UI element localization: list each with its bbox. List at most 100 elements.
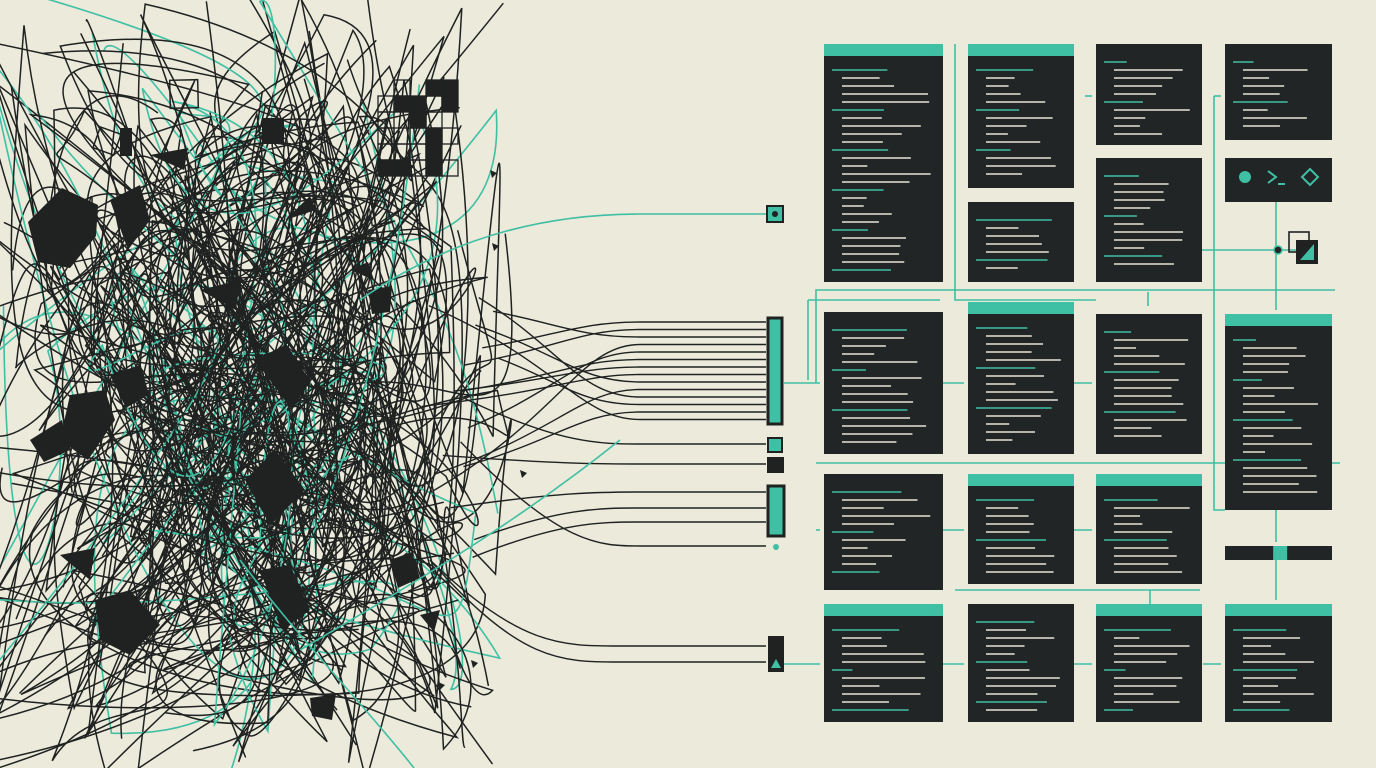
speck (520, 470, 527, 478)
icon-strip (1225, 158, 1332, 264)
circle-icon (1239, 171, 1251, 183)
fragment (245, 450, 305, 525)
converging-line (428, 304, 766, 421)
fragment (30, 420, 70, 462)
fragment (255, 345, 310, 410)
panel-header (1096, 604, 1202, 616)
tangle-line (74, 0, 382, 737)
code-panels (824, 44, 1332, 722)
converging-line (429, 559, 766, 647)
outline-square (258, 104, 294, 140)
grid-cell (409, 95, 427, 113)
panel-header (1096, 474, 1202, 486)
converging-line (482, 321, 766, 349)
converging-line (421, 373, 766, 408)
grid-cell (441, 79, 459, 97)
port-dot (773, 544, 779, 550)
fragment (60, 390, 115, 460)
tangle-line (0, 141, 426, 768)
fragment (150, 148, 188, 170)
window-dot (845, 47, 851, 53)
panel-connectors (784, 44, 1340, 665)
code-panel (824, 312, 943, 454)
window-dot (825, 47, 831, 53)
grid-cell (393, 95, 411, 113)
code-panel (1096, 474, 1202, 584)
converging-line (460, 441, 766, 547)
grid-cell (393, 159, 411, 177)
fragment (95, 590, 160, 655)
collector-bar (766, 316, 784, 426)
speck (438, 682, 445, 690)
converging-line (434, 388, 766, 475)
tangle-line (45, 95, 455, 652)
fragment (368, 286, 392, 314)
terminal-prompt-icon (1267, 170, 1285, 185)
grid-cell (441, 127, 459, 145)
tangled-lines (0, 0, 513, 768)
grid-cell (441, 159, 459, 177)
scattered-fragments (28, 78, 527, 720)
fragment (420, 610, 440, 632)
tangle-line (50, 2, 504, 635)
code-panel (1096, 158, 1202, 282)
fragment (262, 118, 284, 144)
teal-feed-line (239, 559, 415, 768)
diamond-icon (1300, 167, 1320, 187)
grid-cell (409, 111, 427, 129)
converging-line (463, 411, 766, 468)
converging-line (454, 366, 766, 392)
speck (490, 170, 497, 178)
fragment (110, 185, 150, 250)
tangle-line (0, 324, 439, 709)
fragment (110, 365, 148, 408)
grid-cell (425, 159, 443, 177)
teal-tangle-line (0, 84, 421, 728)
panel-badge (1273, 546, 1288, 560)
converging-line (475, 324, 766, 383)
connector-line (815, 289, 1335, 383)
tangle-line (70, 52, 423, 619)
tangle-line (0, 208, 396, 719)
converging-lines (239, 205, 786, 768)
panel-header (824, 44, 943, 56)
port-square (767, 437, 783, 453)
fragment (200, 280, 240, 310)
panel-header (1225, 314, 1332, 326)
code-panel (824, 44, 943, 282)
panel-header (968, 302, 1074, 314)
fragment (60, 548, 95, 580)
panel-header (968, 44, 1074, 56)
code-panel (824, 604, 943, 722)
converging-line (492, 310, 766, 338)
fragment (285, 196, 316, 220)
tangle-line (24, 90, 409, 583)
panel-header (824, 604, 943, 616)
grid-cell (377, 159, 395, 177)
grid-cell (425, 143, 443, 161)
converging-line (442, 454, 766, 465)
code-panel (968, 474, 1074, 584)
code-panel (1096, 604, 1202, 722)
tangle-line (44, 88, 490, 687)
converging-line (464, 398, 766, 445)
collector-bar (766, 484, 786, 538)
tangle-line (0, 40, 422, 668)
tangle-line (164, 0, 414, 617)
panel-header (968, 474, 1074, 486)
converging-line (429, 559, 766, 663)
code-panel (968, 202, 1074, 282)
copy-icon-mark (1300, 244, 1314, 260)
tangle-line (19, 219, 509, 694)
code-panel (968, 44, 1074, 188)
teal-feed-line (359, 213, 768, 301)
speck (471, 660, 478, 668)
connector-line (1213, 96, 1225, 511)
converging-line (497, 357, 766, 406)
fragment (120, 128, 132, 156)
converging-line (450, 491, 766, 509)
grid-cell (441, 95, 459, 113)
converging-line (473, 507, 766, 541)
